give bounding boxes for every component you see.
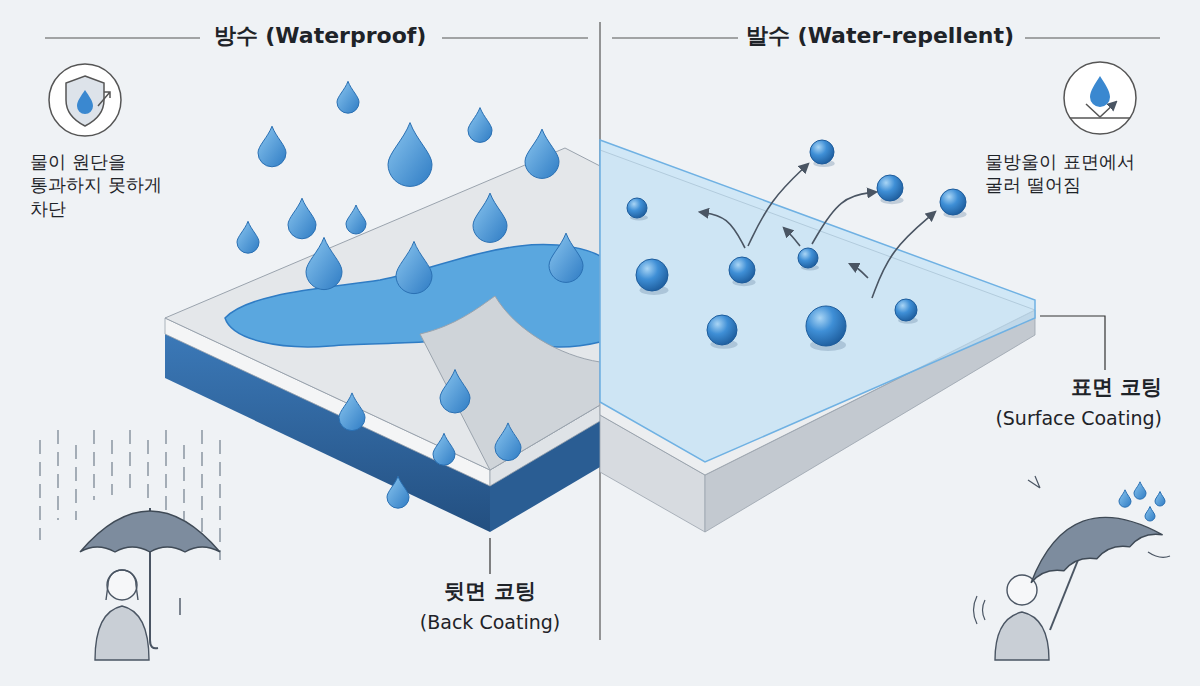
water-drop [388, 123, 432, 187]
illustration-part [98, 92, 110, 106]
illustration-part [1017, 497, 1162, 582]
water-bead [940, 189, 966, 215]
water-drop [387, 476, 409, 508]
waterproof-icon [49, 64, 121, 136]
illustration-part [39, 440, 40, 540]
bounce-arrow [850, 264, 868, 278]
water-drop [396, 241, 432, 293]
bounce-arrow [784, 228, 800, 246]
part-name: 뒷면 코팅 [444, 578, 535, 605]
water-drop [1155, 492, 1165, 507]
description-text: 물방울이 표면에서 굴러 떨어짐 [985, 150, 1175, 197]
illustration-part [165, 430, 166, 520]
illustration-part [1028, 476, 1040, 488]
water-repellent-icon [1064, 62, 1136, 134]
water-bead [707, 315, 737, 345]
heading-rule [442, 37, 588, 38]
illustration-part [219, 440, 220, 560]
person-umbrella-left [40, 430, 220, 660]
person-umbrella-right [974, 476, 1171, 660]
bounce-arrow [748, 164, 808, 246]
water-bead [627, 198, 647, 218]
illustration-part [40, 430, 220, 560]
bounce-arrow [812, 192, 876, 244]
water-bead [798, 248, 818, 268]
water-drop [337, 81, 359, 113]
illustration-part [1086, 102, 1116, 117]
waterproof-fabric [165, 148, 600, 532]
illustration-part [111, 440, 112, 495]
water-drop [346, 205, 366, 234]
illustration-part [600, 140, 1035, 462]
illustration-part [165, 148, 600, 470]
water-drop [306, 237, 342, 289]
illustration-part [201, 430, 202, 540]
water-bead [636, 259, 668, 291]
illustration-part [1090, 76, 1110, 107]
illustration-part [420, 296, 600, 470]
water-drop [440, 370, 470, 414]
illustration-part [1064, 62, 1136, 134]
water-drop [258, 126, 286, 167]
water-drop [339, 393, 365, 431]
illustration-part [66, 76, 104, 126]
description-text: 물이 원단을 통과하지 못하게 차단 [30, 150, 190, 220]
water-drop [549, 233, 583, 282]
illustration-part [1017, 497, 1162, 582]
bounce-arrow [700, 212, 745, 248]
illustration-part [80, 511, 220, 552]
section-heading: 방수 (Waterproof) [208, 22, 433, 51]
heading-rule [45, 37, 200, 38]
water-bead [729, 257, 755, 283]
water-bead [895, 299, 917, 321]
water-drop [433, 433, 455, 465]
illustration-part [106, 570, 138, 600]
illustration-part [974, 596, 986, 624]
water-drop [473, 193, 507, 242]
illustration-part [147, 440, 148, 500]
water-drop [495, 423, 521, 461]
illustration-part [57, 430, 58, 520]
illustration-part [107, 570, 137, 600]
illustration-part [179, 598, 180, 615]
water-drop [1145, 507, 1155, 522]
part-name: 표면 코팅 [1071, 374, 1162, 401]
heading-rule [612, 37, 738, 38]
illustration-part [93, 430, 94, 500]
illustration-part [237, 81, 1165, 521]
leader-line [489, 538, 490, 574]
illustration-part [150, 640, 158, 648]
part-name-english: (Back Coating) [420, 610, 560, 635]
water-repellent-fabric [600, 140, 1035, 532]
water-drop [237, 221, 259, 253]
illustration-part [183, 445, 184, 520]
illustration-part [77, 90, 93, 114]
illustration-part [49, 64, 121, 136]
leader-line [1040, 316, 1105, 370]
illustration-part [1148, 552, 1170, 557]
water-drop [1119, 490, 1131, 507]
water-drop [468, 108, 492, 143]
illustration-part [995, 612, 1049, 660]
bounce-arrow [872, 212, 935, 298]
water-drop [1134, 482, 1146, 499]
illustration-part [129, 430, 130, 495]
illustration-part [75, 445, 76, 520]
section-heading: 발수 (Water-repellent) [740, 22, 1020, 51]
water-drop [288, 198, 316, 239]
water-bead [810, 140, 834, 164]
water-drop [525, 129, 559, 178]
part-name-english: (Surface Coating) [995, 406, 1162, 431]
illustration-part [95, 606, 149, 660]
heading-rule [1025, 37, 1160, 38]
water-bead [806, 306, 846, 346]
water-bead [877, 175, 903, 201]
